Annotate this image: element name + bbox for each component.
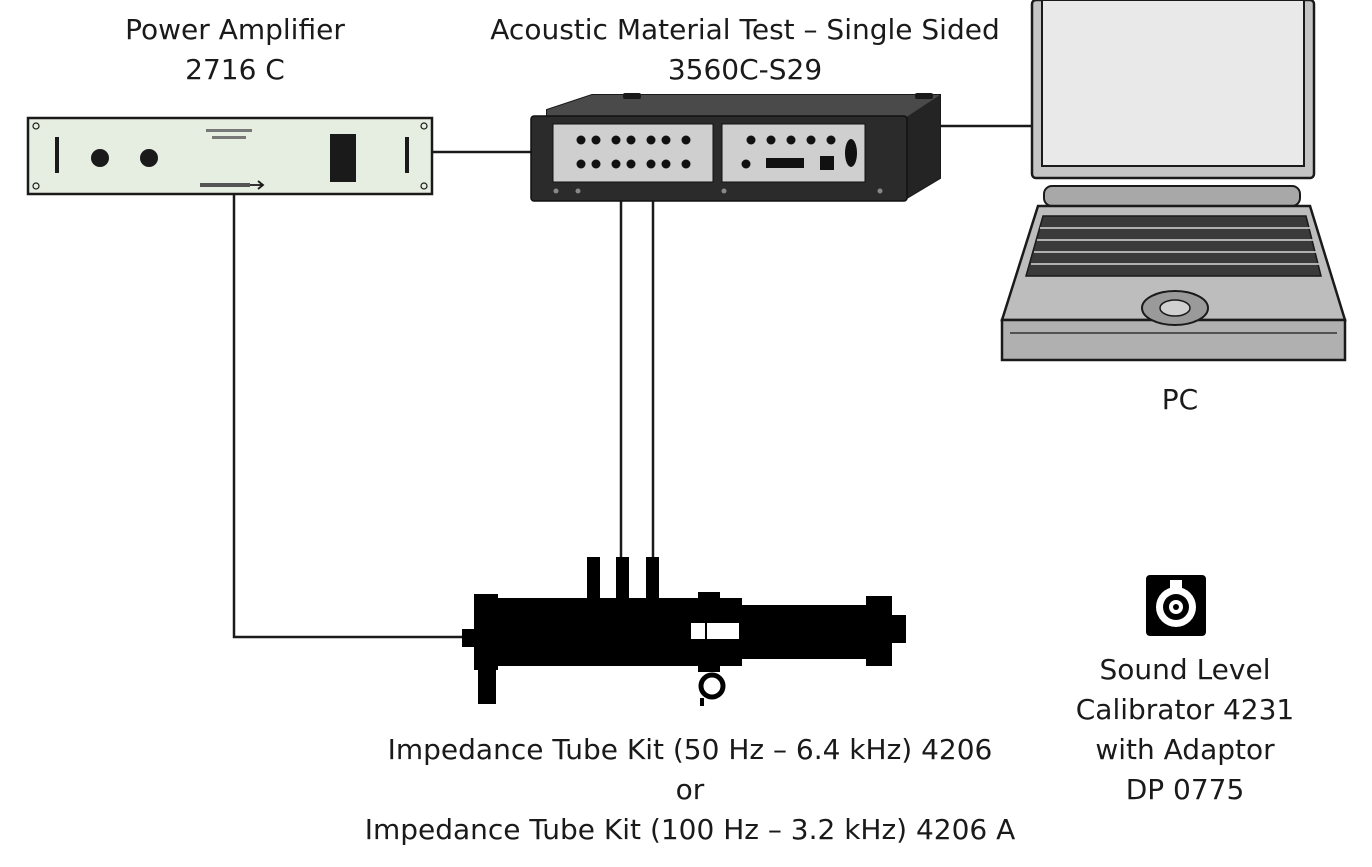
connector-icon — [746, 135, 756, 145]
screw-icon — [32, 122, 40, 130]
arrow-icon — [250, 180, 265, 190]
analyzer-label: Acoustic Material Test – Single Sided 35… — [460, 10, 1030, 90]
tube-source-end — [474, 594, 498, 670]
connector-icon — [626, 135, 636, 145]
knob-icon — [91, 149, 109, 167]
tube-clamp — [698, 592, 720, 600]
panel-marking — [212, 136, 246, 139]
calibrator-icon — [1146, 575, 1206, 636]
power-amplifier-device — [26, 116, 434, 196]
connector-icon — [646, 135, 656, 145]
tube-end-cap — [890, 615, 906, 643]
calibrator-line-1: Sound Level — [1099, 653, 1271, 686]
power-amplifier-model: 2716 C — [185, 53, 285, 86]
mic-port-3 — [646, 557, 659, 599]
connector-icon — [626, 159, 636, 169]
impedance-tube-device — [462, 557, 906, 706]
knob-icon — [140, 149, 158, 167]
keyboard-icon — [1025, 215, 1322, 277]
calibrator-line-2: Calibrator 4231 — [1075, 693, 1295, 726]
module-panel-right — [721, 123, 866, 183]
connector-icon — [661, 159, 671, 169]
tube-body-narrow — [740, 605, 870, 659]
handle-right-icon — [405, 137, 409, 173]
pc-label: PC — [1161, 383, 1199, 416]
tube-stand-leg — [478, 664, 496, 704]
screw-icon — [575, 188, 581, 194]
trackpoint-center — [1159, 299, 1191, 317]
panel-marking — [206, 129, 252, 132]
connection-lines — [232, 124, 1032, 639]
power-amplifier-name: Power Amplifier — [125, 13, 345, 46]
mic-port-1 — [587, 557, 600, 599]
calibrator-label: Sound Level Calibrator 4231 with Adaptor… — [1050, 650, 1320, 810]
connector-icon — [576, 159, 586, 169]
handle-left-icon — [55, 137, 59, 173]
screw-icon — [420, 122, 428, 130]
calibrator-line-4: DP 0775 — [1125, 773, 1245, 806]
connector-icon — [681, 159, 691, 169]
amp-to-tube-cable — [232, 195, 462, 639]
impedance-tube-line-3: Impedance Tube Kit (100 Hz – 3.2 kHz) 42… — [364, 813, 1016, 846]
screw-icon — [721, 188, 727, 194]
laptop-pc-device — [1000, 0, 1347, 362]
connector-icon — [681, 135, 691, 145]
analyzer-name: Acoustic Material Test – Single Sided — [490, 13, 1000, 46]
connector-icon — [741, 159, 751, 169]
foot-icon — [915, 93, 933, 99]
impedance-tube-line-2: or — [675, 773, 705, 806]
screw-icon — [877, 188, 883, 194]
connector-icon — [826, 135, 836, 145]
analyzer-model: 3560C-S29 — [667, 53, 823, 86]
connector-icon — [591, 135, 601, 145]
connector-icon — [576, 135, 586, 145]
port-icon — [845, 139, 857, 167]
connector-icon — [611, 135, 621, 145]
connector-icon — [611, 159, 621, 169]
tube-end-flange — [866, 596, 892, 666]
connector-icon — [646, 159, 656, 169]
connector-icon — [661, 135, 671, 145]
screw-icon — [420, 182, 428, 190]
connector-icon — [806, 135, 816, 145]
panel-marking — [200, 183, 250, 187]
tube-cable-plug — [462, 629, 476, 647]
mic-port-2 — [616, 557, 629, 599]
module-panel-left — [552, 123, 714, 183]
connector-icon — [786, 135, 796, 145]
impedance-tube-line-1: Impedance Tube Kit (50 Hz – 6.4 kHz) 420… — [387, 733, 993, 766]
tube-knob-icon — [698, 672, 726, 700]
foot-icon — [623, 93, 641, 99]
connector-icon — [766, 135, 776, 145]
connector-icon — [591, 159, 601, 169]
power-switch-icon — [330, 134, 356, 182]
keyboard-keys — [1031, 227, 1319, 265]
screw-icon — [553, 188, 559, 194]
port-icon — [766, 158, 804, 168]
laptop-front-edge — [1000, 318, 1347, 362]
calibrator-line-3: with Adaptor — [1095, 733, 1275, 766]
screw-icon — [32, 182, 40, 190]
laptop-screen — [1041, 0, 1305, 167]
impedance-tube-label: Impedance Tube Kit (50 Hz – 6.4 kHz) 420… — [300, 730, 1080, 850]
analyzer-device — [530, 93, 941, 202]
port-icon — [820, 156, 834, 170]
laptop-hinge — [1043, 185, 1301, 207]
tube-window — [689, 621, 741, 641]
power-amplifier-label: Power Amplifier 2716 C — [80, 10, 390, 90]
tube-clamp — [698, 664, 720, 672]
